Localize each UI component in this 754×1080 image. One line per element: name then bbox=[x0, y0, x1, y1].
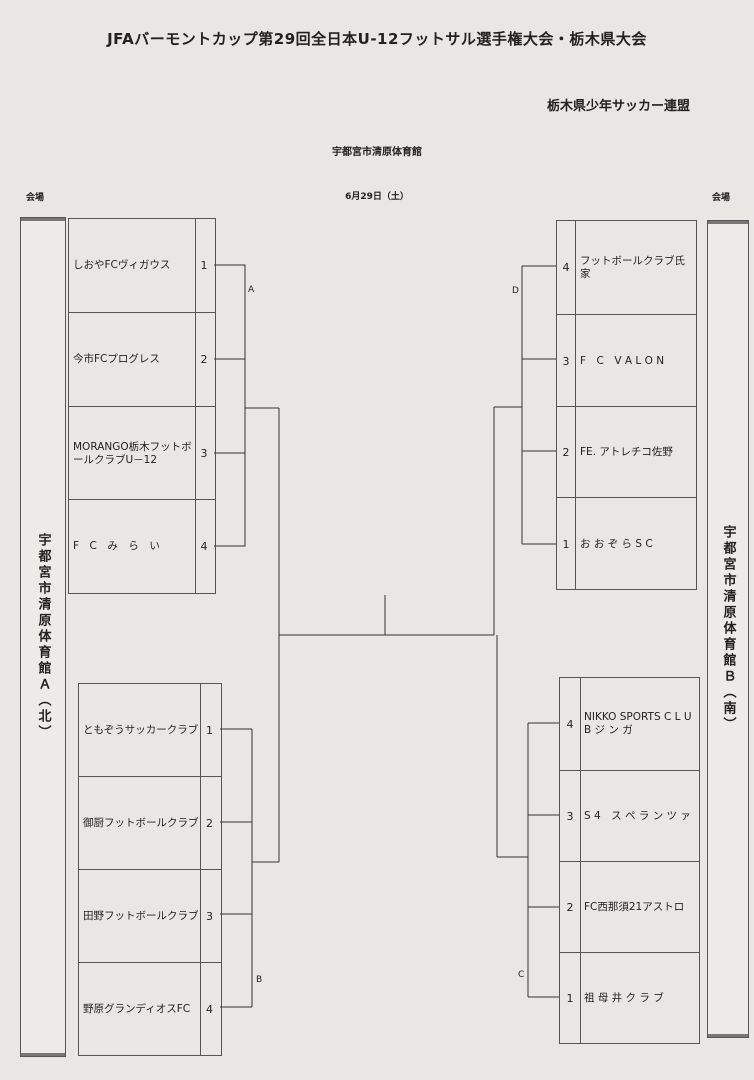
table-row: 4 NIKKO SPORTS C L U B ジ ン ガ bbox=[560, 678, 699, 770]
team-name: FC西那須21アストロ bbox=[584, 901, 685, 913]
table-row: 野原グランディオスFC 4 bbox=[79, 962, 221, 1056]
group-d-table: 4 フットボールクラブ氏家 3 F C V A L O N 2 FE. アトレチ… bbox=[556, 220, 697, 590]
seed-number: 1 bbox=[566, 992, 574, 1005]
seed-number: 4 bbox=[566, 717, 574, 731]
table-row: F C み ら い 4 bbox=[69, 499, 215, 593]
team-name: 御厨フットボールクラブ bbox=[83, 817, 199, 829]
seed-number: 1 bbox=[200, 259, 208, 272]
seed-number: 2 bbox=[206, 817, 213, 830]
team-name: フットボールクラブ氏家 bbox=[580, 254, 685, 280]
team-name: 今市FCプログレス bbox=[73, 353, 160, 365]
venue-heading: 宇都宮市清原体育館 bbox=[332, 147, 422, 158]
seed-number: 2 bbox=[562, 446, 570, 459]
organizer: 栃木県少年サッカー連盟 bbox=[546, 99, 690, 114]
table-row: MORANGO栃木フットボールクラブU－12 3 bbox=[69, 406, 215, 500]
team-name: 野原グランディオスFC bbox=[83, 1003, 191, 1015]
seed-number: 4 bbox=[206, 1003, 213, 1016]
table-row: 1 祖 母 井 ク ラ ブ bbox=[560, 952, 699, 1044]
team-name: F C み ら い bbox=[73, 540, 160, 552]
seed-number: 3 bbox=[562, 354, 570, 368]
team-name: お お ぞ ら S C bbox=[580, 537, 653, 550]
venue-box-right: 宇都宮市清原体育館Ｂ（南） bbox=[707, 220, 749, 1038]
group-a-table: しおやFCヴィガウス 1 今市FCプログレス 2 MORANGO栃木フットボール… bbox=[68, 218, 216, 594]
group-label-b: B bbox=[256, 975, 263, 985]
seed-number: 2 bbox=[566, 901, 574, 914]
team-name: F C V A L O N bbox=[580, 354, 665, 367]
team-name: 田野フットボールクラブ bbox=[83, 910, 199, 922]
team-name: MORANGO栃木フットボールクラブU－12 bbox=[73, 440, 192, 466]
team-name: ともぞうサッカークラブ bbox=[83, 723, 199, 736]
table-row: 3 F C V A L O N bbox=[557, 314, 696, 407]
table-row: 3 S 4 ス ペ ラ ン ツ ァ bbox=[560, 770, 699, 862]
table-row: ともぞうサッカークラブ 1 bbox=[79, 684, 221, 776]
group-b-table: ともぞうサッカークラブ 1 御厨フットボールクラブ 2 田野フットボールクラブ … bbox=[78, 683, 222, 1056]
group-label-c: C bbox=[518, 970, 525, 980]
team-name: FE. アトレチコ佐野 bbox=[580, 446, 673, 458]
venue-name-left: 宇都宮市清原体育館Ａ（北） bbox=[35, 533, 51, 741]
match-date: 6月29日（土） bbox=[345, 192, 409, 202]
table-row: しおやFCヴィガウス 1 bbox=[69, 219, 215, 312]
seed-number: 3 bbox=[200, 447, 208, 460]
team-name: しおやFCヴィガウス bbox=[73, 259, 171, 271]
seed-number: 1 bbox=[206, 723, 213, 737]
table-row: 今市FCプログレス 2 bbox=[69, 312, 215, 406]
seed-number: 4 bbox=[200, 540, 208, 553]
table-row: 2 FE. アトレチコ佐野 bbox=[557, 406, 696, 498]
page-title: JFAバーモントカップ第29回全日本U-12フットサル選手権大会・栃木県大会 bbox=[107, 30, 647, 48]
group-label-d: D bbox=[512, 286, 519, 296]
table-row: 1 お お ぞ ら S C bbox=[557, 497, 696, 590]
team-name: 祖 母 井 ク ラ ブ bbox=[584, 992, 664, 1004]
seed-number: 2 bbox=[200, 353, 208, 366]
table-row: 4 フットボールクラブ氏家 bbox=[557, 221, 696, 314]
group-c-table: 4 NIKKO SPORTS C L U B ジ ン ガ 3 S 4 ス ペ ラ… bbox=[559, 677, 700, 1044]
table-row: 田野フットボールクラブ 3 bbox=[79, 869, 221, 963]
venue-box-left: 宇都宮市清原体育館Ａ（北） bbox=[20, 217, 66, 1057]
venue-label-right: 会場 bbox=[712, 193, 731, 203]
table-row: 2 FC西那須21アストロ bbox=[560, 861, 699, 953]
group-label-a: A bbox=[248, 285, 255, 295]
seed-number: 1 bbox=[562, 537, 570, 551]
venue-label-left: 会場 bbox=[26, 193, 45, 203]
team-name: NIKKO SPORTS C L U B ジ ン ガ bbox=[584, 711, 692, 736]
venue-name-right: 宇都宮市清原体育館Ｂ（南） bbox=[720, 525, 736, 733]
table-row: 御厨フットボールクラブ 2 bbox=[79, 776, 221, 870]
seed-number: 3 bbox=[566, 810, 574, 823]
seed-number: 3 bbox=[206, 910, 213, 923]
seed-number: 4 bbox=[562, 261, 570, 274]
team-name: S 4 ス ペ ラ ン ツ ァ bbox=[584, 810, 691, 822]
